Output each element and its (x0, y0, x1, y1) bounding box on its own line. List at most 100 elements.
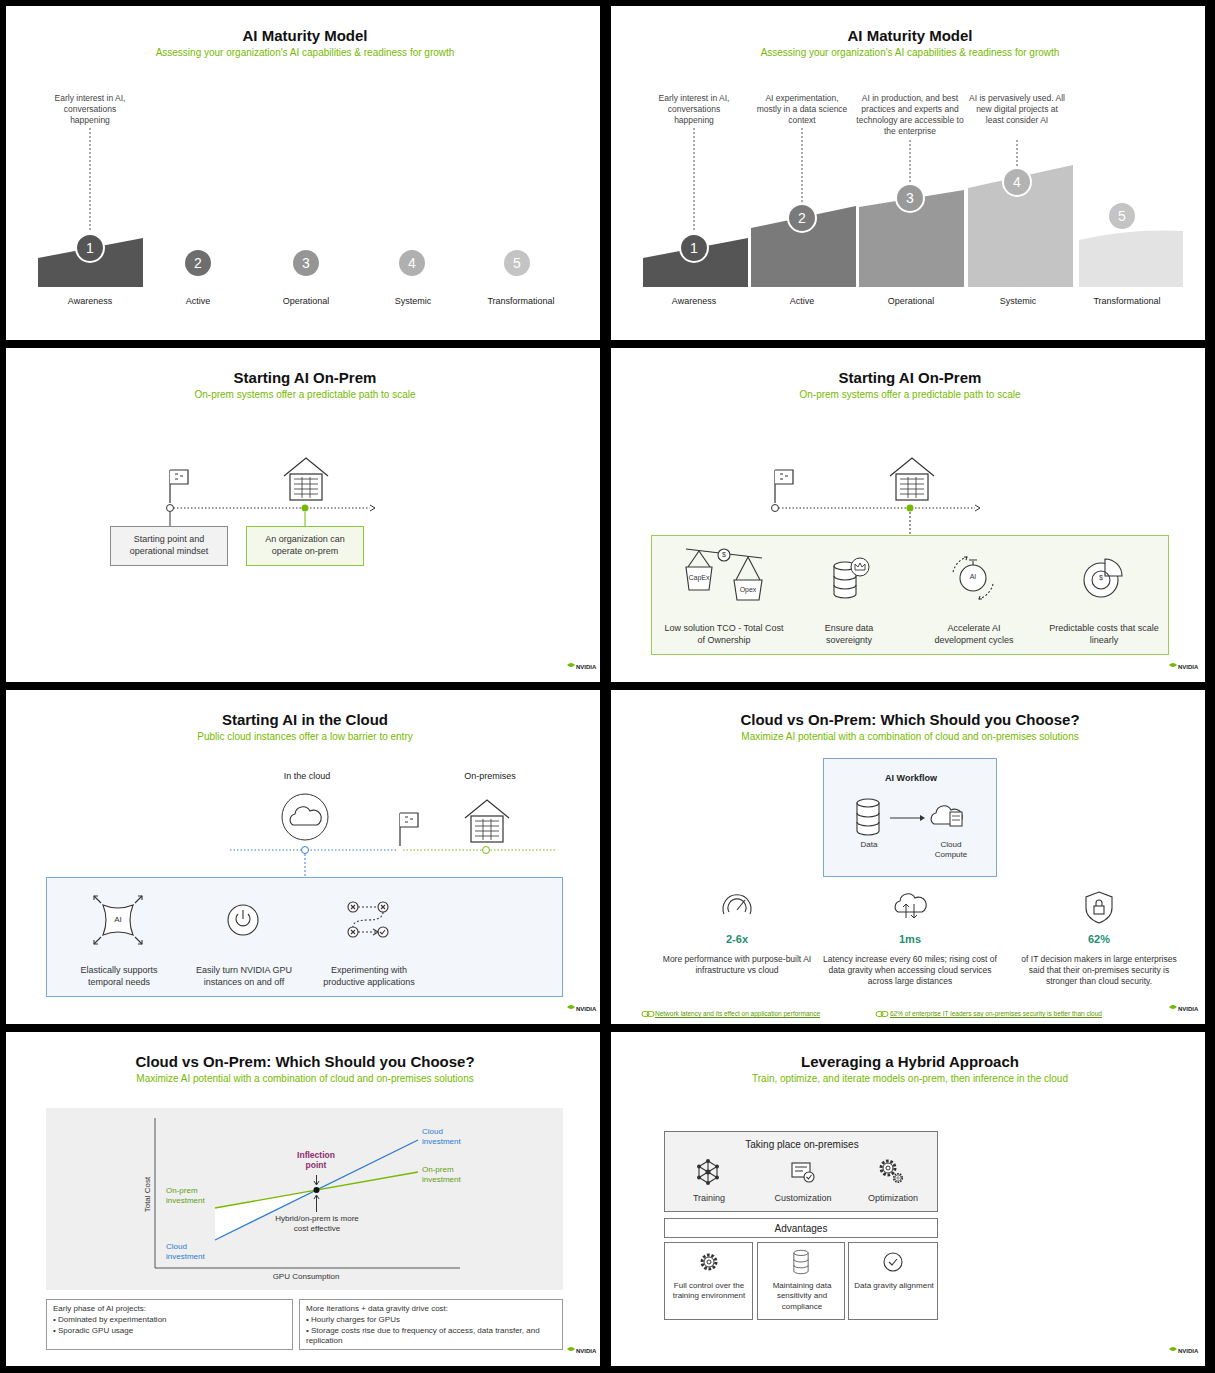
label-text: Transformational (471, 296, 571, 306)
content-box: An organization can operate on-prem (246, 526, 364, 566)
node-text: Public cloud instances offer a low barri… (25, 731, 585, 742)
label-text: Latency increase every 60 miles; rising … (823, 954, 998, 987)
label-text: $ (1095, 574, 1107, 582)
label-holder: NVIDIA (1178, 1348, 1204, 1354)
illustration-path (1105, 559, 1122, 576)
node-text: Early phase of AI projects: (53, 1304, 288, 1314)
node-text: Predictable costs that scale linearly (1049, 623, 1159, 646)
node-text: Training (674, 1193, 744, 1205)
text-holder: AI Maturity Model (25, 27, 585, 44)
node-text: Ensure data sovereignty (804, 623, 894, 646)
illustration-path (964, 557, 982, 599)
stage-circle: 3 (895, 183, 925, 213)
illustration-path (723, 895, 751, 914)
label-holder: Transformational (1077, 296, 1177, 306)
text-holder: Full control over the training environme… (669, 1281, 749, 1302)
illustration-path (795, 1167, 807, 1171)
text-holder: Taking place on-premises (702, 1139, 902, 1150)
illustration-polygon (643, 238, 748, 287)
node-text: Cloud Compute (926, 840, 976, 859)
text-holder: Starting AI On-Prem (25, 369, 585, 386)
text-holder: Experimenting with productive applicatio… (309, 965, 429, 988)
illustration-path (305, 854, 306, 877)
label-holder: AI (108, 915, 128, 925)
node-text: Starting AI On-Prem (25, 369, 585, 386)
label-holder: AI experimentation, mostly in a data sci… (755, 93, 850, 126)
label-holder: Hybrid/on-prem is more cost effective (271, 1214, 363, 1234)
content-box: Taking place on-premisesTrainingCustomiz… (664, 1131, 938, 1212)
text-holder: Leveraging a Hybrid Approach (630, 1053, 1190, 1070)
text-holder: Maximize AI potential with a combination… (630, 731, 1190, 742)
illustration-path (155, 1118, 460, 1268)
illustration-rect (792, 1163, 810, 1177)
node-text: 3 (906, 190, 914, 206)
illustration-use (1169, 1005, 1177, 1009)
label-holder: Early interest in AI, conversations happ… (649, 93, 739, 126)
text-holder: Cloud Compute (926, 840, 976, 859)
label-text: AI in production, and best practices and… (853, 93, 967, 137)
illustration-path (910, 512, 911, 535)
content-box: AI WorkflowDataCloud Compute (823, 758, 997, 877)
node-text: Full control over the training environme… (669, 1281, 749, 1302)
label-holder: NVIDIA (576, 664, 604, 670)
node-text: Starting AI On-Prem (630, 369, 1190, 386)
node-text: AI Maturity Model (630, 27, 1190, 44)
text-holder: Early phase of AI projects: (53, 1304, 288, 1314)
illustration-path (90, 128, 91, 232)
label-holder: On-prem investment (166, 1186, 214, 1205)
node-text: Advantages (775, 1223, 828, 1234)
slide-panel: Starting AI in the CloudPublic cloud ins… (6, 690, 600, 1024)
illustration-use (170, 470, 188, 503)
stage-circle: 1 (679, 233, 709, 263)
label-holder: CapEx (685, 574, 713, 582)
label-text: $ (719, 551, 729, 559)
illustration-circle (302, 847, 309, 854)
text-holder: Low solution TCO - Total Cost of Ownersh… (662, 623, 786, 646)
illustration-g (699, 1161, 902, 1271)
label-holder: Cloud investment (166, 1242, 214, 1261)
node-text: 4 (1013, 174, 1021, 190)
text-holder: Starting AI in the Cloud (25, 711, 585, 728)
label-holder: GPU Consumption (256, 1272, 356, 1282)
node-text: Maximize AI potential with a combination… (630, 731, 1190, 742)
illustration-g (794, 1250, 808, 1273)
illustration-path (952, 816, 960, 820)
illustration-circle (715, 1165, 719, 1169)
label-text: Total Cost (143, 1165, 152, 1225)
illustration-path (694, 128, 1017, 232)
label-holder: Active (752, 296, 852, 306)
text-holder: Maximize AI potential with a combination… (25, 1073, 585, 1084)
text-holder: AI Maturity Model (630, 27, 1190, 44)
illustration-g (94, 896, 388, 944)
illustration-circle (706, 1181, 710, 1185)
illustration-use (290, 807, 321, 825)
node-text: An organization can operate on-prem (253, 534, 357, 557)
illustration-g (723, 892, 1112, 923)
logo-text: NVIDIA (1178, 1006, 1204, 1012)
label-text: Transformational (1077, 296, 1177, 306)
node-text: Cloud vs On-Prem: Which Should you Choos… (630, 711, 1190, 728)
slide-panel: Leveraging a Hybrid ApproachTrain, optim… (611, 1032, 1205, 1366)
label-text: 1ms (880, 933, 940, 945)
illustration-circle (697, 1176, 701, 1180)
illustration-circle (851, 558, 869, 576)
node-text: AI Maturity Model (25, 27, 585, 44)
illustration-circle (706, 1159, 710, 1163)
illustration-g (697, 1159, 719, 1185)
label-holder: Network latency and its effect on applic… (655, 1010, 880, 1017)
node-text: Assessing your organization's AI capabil… (25, 47, 585, 58)
illustration-use (400, 813, 418, 846)
text-holder: Accelerate AI development cycles (924, 623, 1024, 646)
content-box: Early phase of AI projects:• Dominated b… (46, 1299, 293, 1350)
logo-text: NVIDIA (576, 664, 604, 670)
illustration-circle (960, 565, 986, 591)
content-box: Low solution TCO - Total Cost of Ownersh… (651, 535, 1169, 655)
label-text: Cloud investment (166, 1242, 214, 1261)
text-holder: More iterations + data gravity drive cos… (306, 1304, 558, 1314)
illustration-circle (715, 1176, 719, 1180)
node-text: Train, optimize, and iterate models on-p… (630, 1073, 1190, 1084)
label-text: GPU Consumption (256, 1272, 356, 1282)
illustration-path (699, 1161, 717, 1183)
